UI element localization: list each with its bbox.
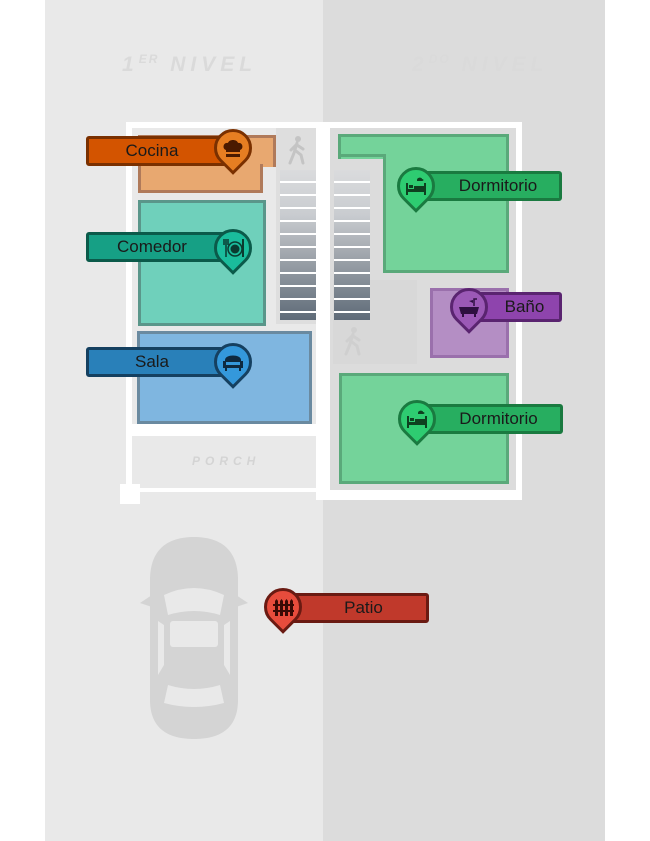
bed-icon (407, 410, 427, 428)
porch-label: PORCH (192, 454, 261, 468)
room-label-dormitorio-2[interactable]: Dormitorio (420, 404, 563, 434)
room-cocina-lower (138, 164, 263, 193)
fence-icon (273, 599, 294, 616)
map-pin-bano[interactable] (442, 280, 496, 334)
map-pin-sala[interactable] (206, 335, 260, 389)
dining-icon (223, 239, 244, 257)
map-pin-comedor[interactable] (206, 221, 260, 275)
walking-person-icon (288, 136, 305, 165)
room-label-dormitorio-1[interactable]: Dormitorio (420, 171, 562, 201)
bathtub-icon (459, 298, 479, 317)
map-pin-cocina[interactable] (206, 121, 260, 175)
room-label-text: Dormitorio (458, 176, 538, 195)
second-level-title: 2DO NIVEL (412, 52, 549, 76)
room-label-comedor[interactable]: Comedor (86, 232, 232, 262)
room-label-patio[interactable]: Patio (290, 593, 429, 623)
map-pin-dormitorio-1[interactable] (389, 159, 443, 213)
room-label-sala[interactable]: Sala (86, 347, 232, 377)
room-label-text: Sala (134, 352, 170, 371)
room-label-text: Dormitorio (459, 409, 538, 428)
first-level-title: 1ER NIVEL (122, 52, 258, 76)
walking-person-icon (344, 327, 361, 356)
room-label-text: Cocina (125, 141, 179, 160)
room-label-text: Comedor (117, 237, 187, 256)
bed-icon (406, 177, 426, 195)
car-icon (140, 537, 248, 739)
room-label-cocina[interactable]: Cocina (86, 136, 232, 166)
room-label-text: Baño (504, 297, 545, 316)
chef-hat-icon (223, 140, 243, 157)
sofa-icon (223, 355, 243, 371)
map-pin-dormitorio-2[interactable] (390, 392, 444, 446)
map-pin-patio[interactable] (256, 580, 310, 634)
stairs-second-level (334, 170, 370, 320)
stairs-first-level (280, 170, 316, 320)
room-label-text: Patio (344, 598, 383, 617)
